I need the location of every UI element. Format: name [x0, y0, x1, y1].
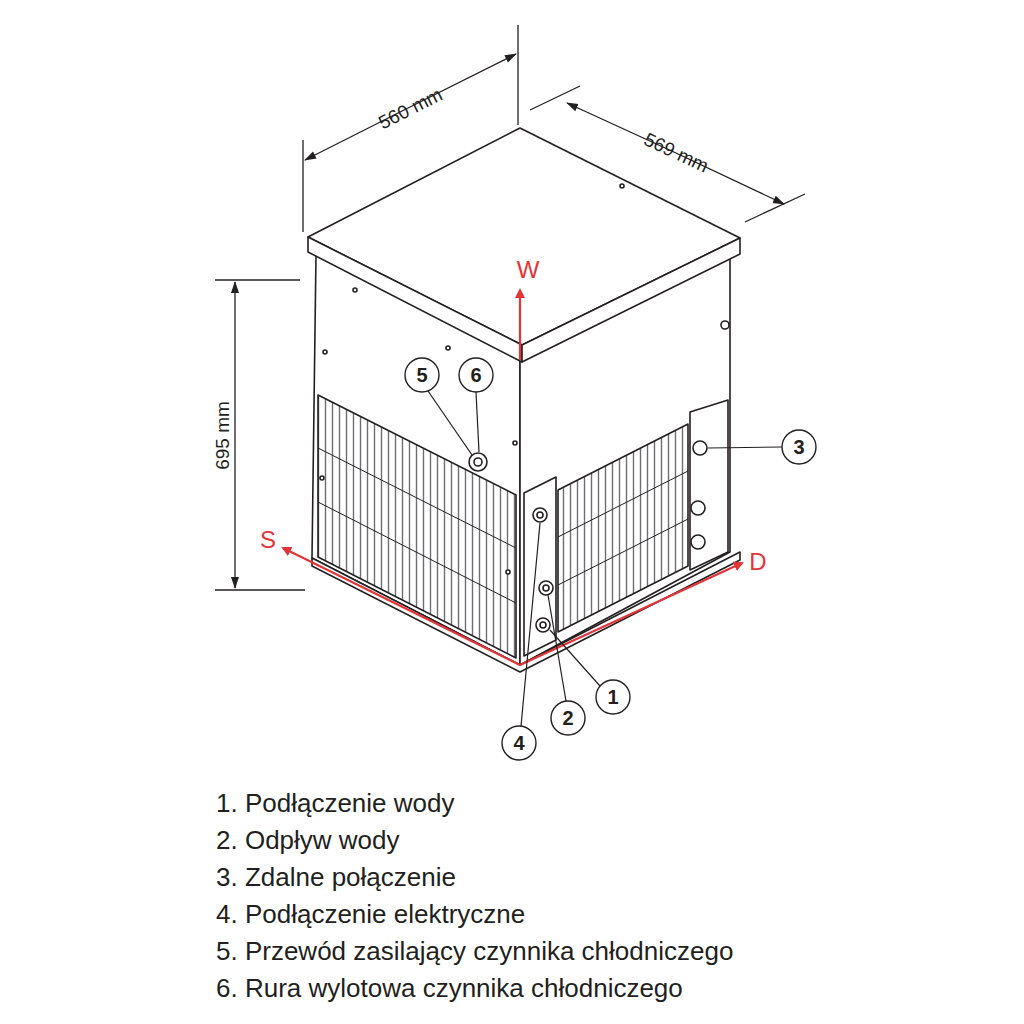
axis-label: W — [517, 258, 540, 282]
key-item: 6. Rura wylotowa czynnika chłodniczego — [216, 975, 683, 1001]
key-item: 2. Odpływ wody — [216, 827, 400, 853]
key-item: 4. Podłączenie elektryczne — [216, 901, 525, 927]
key-item: 1. Podłączenie wody — [216, 790, 454, 816]
callout-number: 1 — [607, 687, 618, 707]
axis-label: D — [749, 550, 766, 574]
key-item: 3. Zdalne połączenie — [216, 864, 456, 890]
callout-number: 6 — [470, 365, 481, 385]
callout-number: 4 — [513, 733, 524, 753]
callout-number: 3 — [793, 437, 804, 457]
dimension-label: 695 mm — [212, 401, 231, 470]
axis-label: S — [260, 528, 276, 552]
key-item: 5. Przewód zasilający czynnika chłodnicz… — [216, 938, 733, 964]
callout-number: 2 — [562, 708, 573, 728]
dimension-label: 569 mm — [641, 129, 711, 175]
callout-number: 5 — [416, 365, 427, 385]
dimension-label: 560 mm — [375, 84, 445, 132]
